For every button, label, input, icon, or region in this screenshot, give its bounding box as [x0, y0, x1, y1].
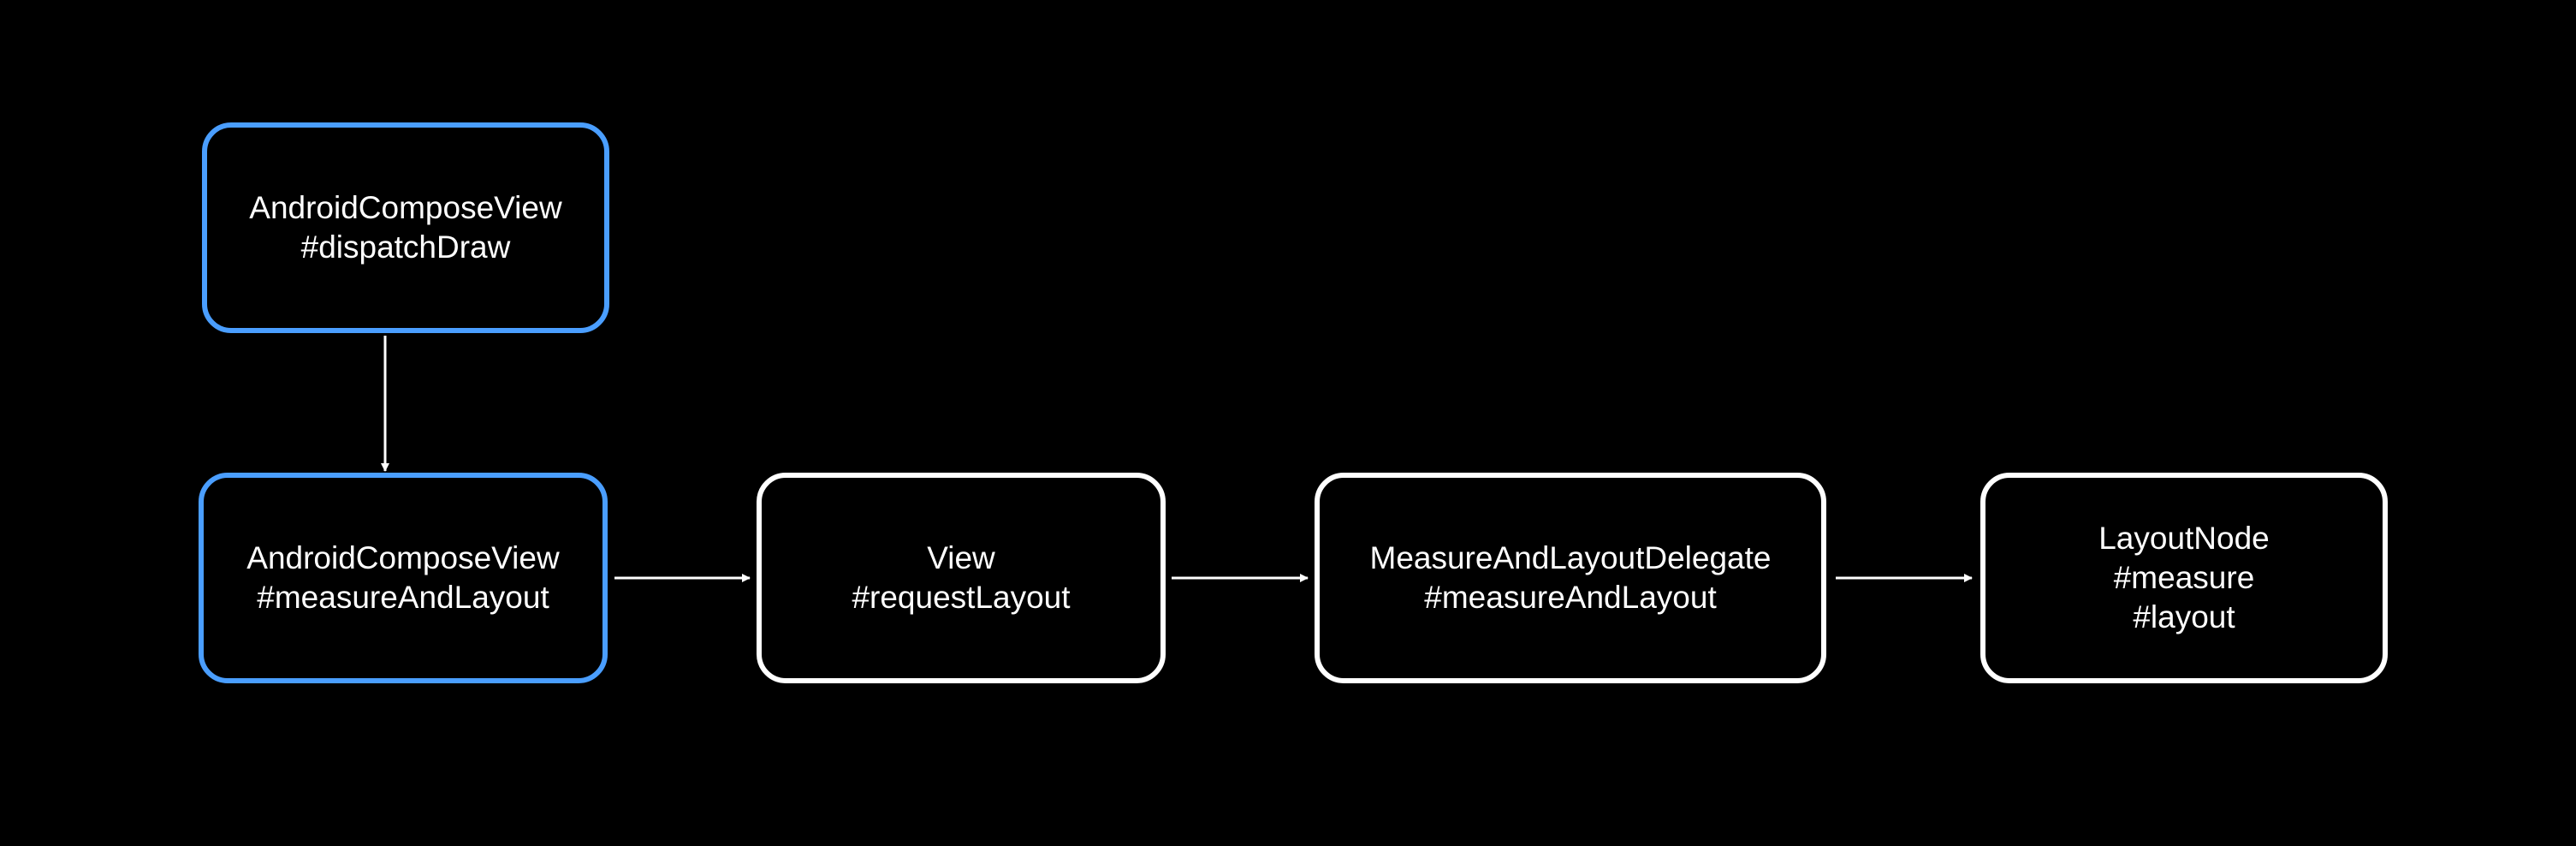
node-class-label: View — [927, 540, 995, 575]
node-method-label: #measureAndLayout — [257, 580, 549, 615]
node-class-label: LayoutNode — [2098, 521, 2270, 556]
node-method-label: #dispatchDraw — [300, 229, 511, 265]
node-method-label: #measure — [2113, 560, 2255, 595]
node-class-label: AndroidComposeView — [246, 540, 560, 575]
node-method-label: #layout — [2133, 599, 2235, 634]
node-android-compose-view-dispatch-draw: AndroidComposeView #dispatchDraw — [202, 122, 609, 333]
node-class-label: MeasureAndLayoutDelegate — [1369, 540, 1772, 575]
node-view-request-layout: View #requestLayout — [757, 473, 1166, 683]
node-class-label: AndroidComposeView — [249, 190, 562, 225]
node-method-label: #requestLayout — [852, 580, 1071, 615]
node-layout-node: LayoutNode #measure #layout — [1980, 473, 2388, 683]
node-measure-and-layout-delegate: MeasureAndLayoutDelegate #measureAndLayo… — [1315, 473, 1826, 683]
node-android-compose-view-measure-and-layout: AndroidComposeView #measureAndLayout — [199, 473, 608, 683]
node-method-label: #measureAndLayout — [1424, 580, 1717, 615]
